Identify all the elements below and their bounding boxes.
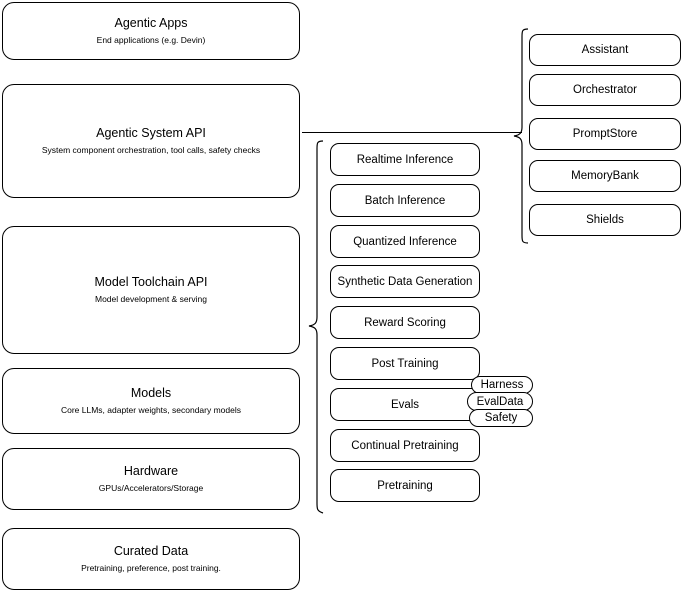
agentic-item-promptstore[interactable]: PromptStore <box>529 118 681 150</box>
stack-layer-subtitle: Core LLMs, adapter weights, secondary mo… <box>60 405 241 415</box>
item-label: Batch Inference <box>364 194 446 207</box>
item-label: Reward Scoring <box>364 316 446 329</box>
item-label: Realtime Inference <box>356 153 454 166</box>
toolchain-item-evals[interactable]: Evals <box>330 388 480 421</box>
stack-layer-subtitle: Model development & serving <box>95 294 207 304</box>
item-label: Shields <box>586 214 624 226</box>
agentic-item-assistant[interactable]: Assistant <box>529 34 681 66</box>
item-label: MemoryBank <box>571 170 639 182</box>
item-label: Pretraining <box>377 479 433 492</box>
agentic-components-brace <box>513 28 529 244</box>
pill-label: Safety <box>484 412 518 424</box>
stack-layer-model-toolchain-api[interactable]: Model Toolchain API Model development & … <box>2 226 300 354</box>
eval-pill-safety[interactable]: Safety <box>469 409 533 427</box>
stack-layer-title: Curated Data <box>113 544 189 558</box>
stack-layer-agentic-system-api[interactable]: Agentic System API System component orch… <box>2 84 300 198</box>
toolchain-item-continual-pretraining[interactable]: Continual Pretraining <box>330 429 480 462</box>
stack-layer-subtitle: End applications (e.g. Devin) <box>96 35 206 45</box>
toolchain-item-quantized-inference[interactable]: Quantized Inference <box>330 225 480 258</box>
item-label: Quantized Inference <box>353 235 457 248</box>
toolchain-item-synthetic-data-generation[interactable]: Synthetic Data Generation <box>330 265 480 298</box>
stack-layer-agentic-apps[interactable]: Agentic Apps End applications (e.g. Devi… <box>2 2 300 60</box>
stack-layer-title: Agentic System API <box>96 126 206 140</box>
item-label: Continual Pretraining <box>351 439 459 452</box>
stack-layer-title: Models <box>130 386 172 400</box>
stack-layer-title: Agentic Apps <box>114 16 188 30</box>
item-label: Orchestrator <box>573 84 637 96</box>
stack-layer-subtitle: System component orchestration, tool cal… <box>41 145 261 155</box>
agentic-item-orchestrator[interactable]: Orchestrator <box>529 74 681 106</box>
stack-layer-hardware[interactable]: Hardware GPUs/Accelerators/Storage <box>2 448 300 510</box>
agentic-system-to-components-line <box>302 132 522 134</box>
item-label: Evals <box>390 398 420 411</box>
stack-layer-title: Hardware <box>123 464 179 478</box>
agentic-item-shields[interactable]: Shields <box>529 204 681 236</box>
eval-pill-evaldata[interactable]: EvalData <box>467 392 533 411</box>
agentic-item-memorybank[interactable]: MemoryBank <box>529 160 681 192</box>
item-label: Post Training <box>371 357 439 370</box>
stack-layer-models[interactable]: Models Core LLMs, adapter weights, secon… <box>2 368 300 434</box>
item-label: Synthetic Data Generation <box>337 275 473 288</box>
toolchain-item-realtime-inference[interactable]: Realtime Inference <box>330 143 480 176</box>
stack-layer-curated-data[interactable]: Curated Data Pretraining, preference, po… <box>2 528 300 590</box>
item-label: PromptStore <box>572 128 638 140</box>
stack-layer-subtitle: GPUs/Accelerators/Storage <box>98 483 204 493</box>
stack-layer-subtitle: Pretraining, preference, post training. <box>81 563 221 573</box>
toolchain-item-reward-scoring[interactable]: Reward Scoring <box>330 306 480 339</box>
item-label: Assistant <box>581 44 629 56</box>
stack-layer-title: Model Toolchain API <box>94 275 208 289</box>
toolchain-components-brace <box>308 140 324 514</box>
pill-label: Harness <box>480 379 524 391</box>
toolchain-item-post-training[interactable]: Post Training <box>330 347 480 380</box>
pill-label: EvalData <box>476 395 524 408</box>
toolchain-item-pretraining[interactable]: Pretraining <box>330 469 480 502</box>
toolchain-item-batch-inference[interactable]: Batch Inference <box>330 184 480 217</box>
